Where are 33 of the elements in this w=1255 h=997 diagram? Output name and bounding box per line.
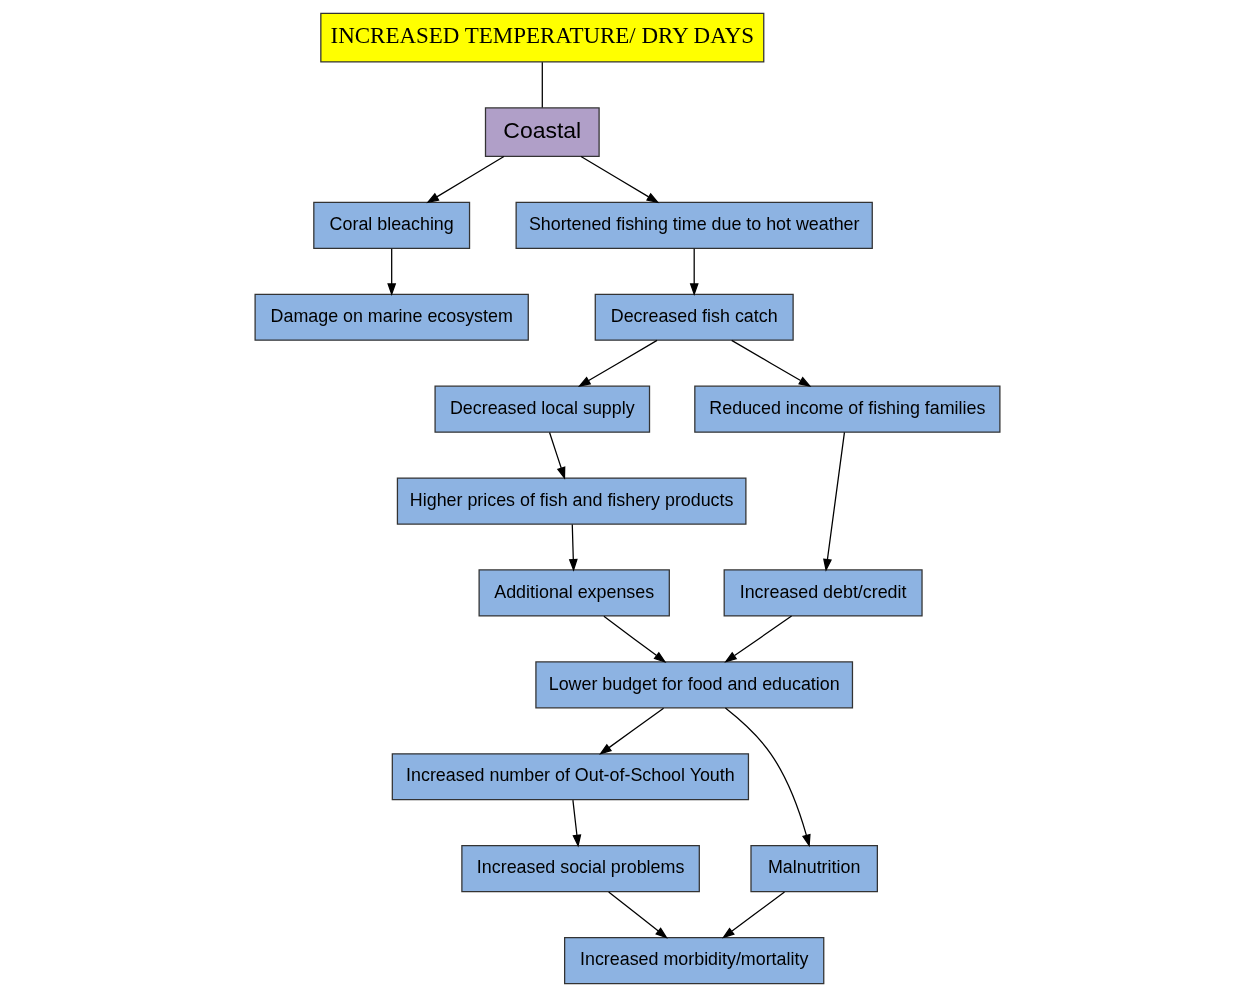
- node-box: Additional expenses: [478, 569, 670, 617]
- node-box: Reduced income of fishing families: [694, 385, 1001, 433]
- arrow: [577, 339, 658, 387]
- node-box: Coastal: [484, 107, 600, 158]
- arrow: [548, 431, 566, 480]
- arrow: [721, 891, 786, 939]
- arrow: [689, 248, 699, 297]
- node-box: Shortened fishing time due to hot weather: [515, 201, 873, 249]
- node-box: Increased debt/credit: [723, 569, 923, 617]
- connector: [541, 61, 543, 109]
- node-box: Coral bleaching: [313, 201, 471, 249]
- node-box: Increased number of Out-of-School Youth: [391, 753, 750, 801]
- arrow: [572, 799, 582, 848]
- arrow: [387, 248, 397, 297]
- node-box: Malnutrition: [750, 845, 878, 893]
- node-box: Lower budget for food and education: [535, 661, 854, 709]
- arrow: [599, 707, 665, 755]
- arrow: [731, 339, 812, 387]
- arrow: [426, 155, 505, 204]
- arrow: [724, 707, 811, 848]
- arrow: [580, 155, 660, 204]
- node-box: Decreased fish catch: [594, 293, 794, 341]
- node-box: Decreased local supply: [434, 385, 651, 433]
- node-box: INCREASED TEMPERATURE/ DRY DAYS: [320, 12, 765, 63]
- arrow: [568, 523, 578, 572]
- node-box: Increased social problems: [461, 845, 700, 893]
- arrow: [608, 891, 668, 939]
- node-box: Damage on marine ecosystem: [254, 293, 529, 341]
- node-box: Increased morbidity/mortality: [564, 936, 825, 985]
- arrow: [823, 431, 846, 572]
- arrow: [603, 615, 667, 663]
- node-box: Higher prices of fish and fishery products: [396, 477, 747, 525]
- arrow: [724, 615, 793, 663]
